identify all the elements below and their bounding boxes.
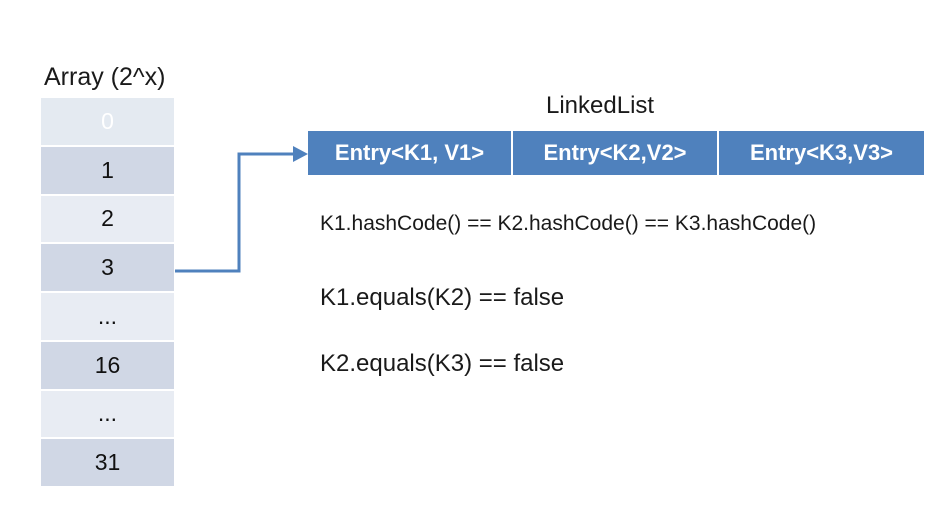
array-column: 0 1 2 3 ... 16 ... 31	[41, 98, 174, 488]
array-cell-3: 3	[41, 244, 174, 293]
array-title: Array (2^x)	[44, 63, 166, 91]
equals-k2-k3-statement: K2.equals(K3) == false	[320, 350, 565, 377]
array-cell-2: 2	[41, 195, 174, 245]
array-cell-ellipsis-1: ...	[41, 293, 174, 342]
linkedlist-title: LinkedList	[546, 92, 655, 119]
entry-k3-v3: Entry<K3,V3>	[749, 140, 894, 165]
arrow-line	[175, 152, 296, 273]
array-cell-31: 31	[41, 439, 174, 488]
array-cell-0: 0	[41, 98, 174, 147]
hashcode-equality-statement: K1.hashCode() == K2.hashCode() == K3.has…	[320, 212, 817, 235]
linkedlist-bar: Entry<K1, V1> Entry<K2,V2> Entry<K3,V3>	[308, 131, 924, 175]
entry-k2-v2: Entry<K2,V2>	[513, 131, 719, 175]
array-cell-1: 1	[41, 146, 174, 196]
array-cell-16: 16	[41, 341, 174, 391]
arrow-head-icon	[293, 146, 308, 162]
equals-k1-k2-statement: K1.equals(K2) == false	[320, 284, 565, 311]
array-cell-ellipsis-2: ...	[41, 390, 174, 440]
entry-k1-v1: Entry<K1, V1>	[308, 131, 513, 175]
